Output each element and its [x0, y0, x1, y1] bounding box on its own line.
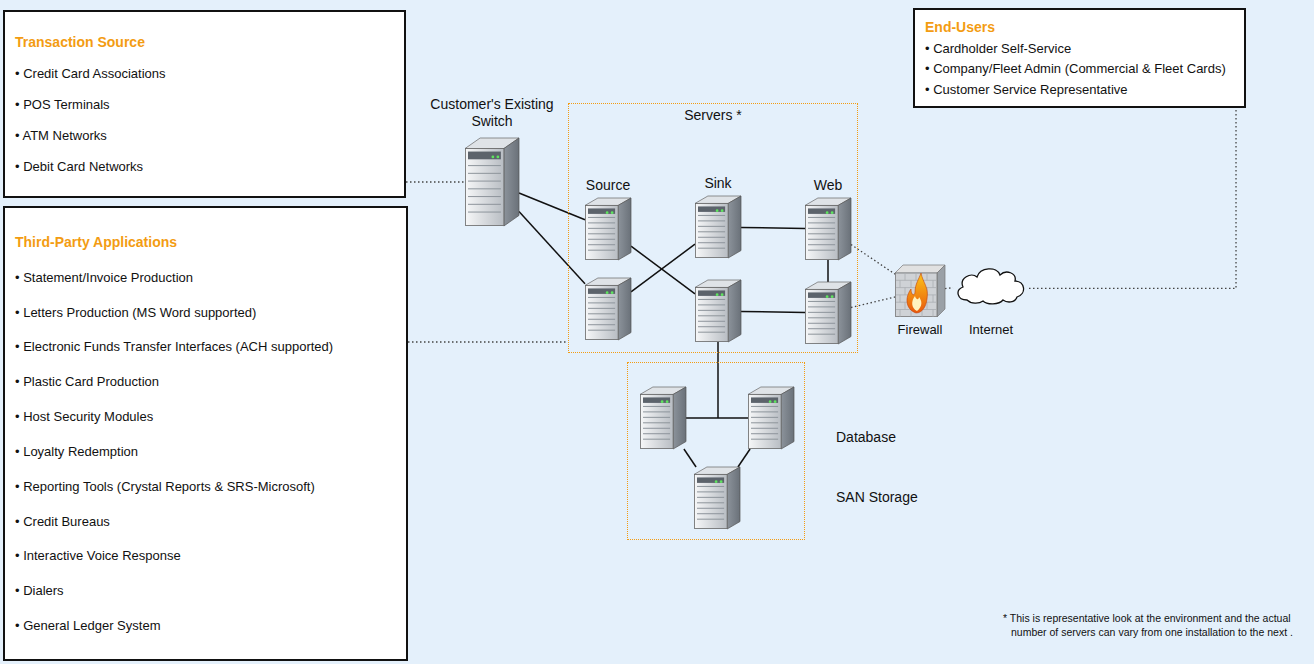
list-item: • Letters Production (MS Word supported): [15, 305, 396, 320]
network-link: [741, 227, 805, 228]
dotted-link: [1029, 108, 1236, 288]
bus-line: [717, 362, 719, 418]
list-item: • Company/Fleet Admin (Commercial & Flee…: [925, 61, 1234, 76]
server-icon: Source: [585, 198, 631, 260]
server-graphic: [695, 280, 741, 342]
list-item: • Electronic Funds Transfer Interfaces (…: [15, 339, 396, 354]
server-graphic: [465, 138, 519, 226]
node-label: Source: [586, 177, 630, 194]
list-item: • Loyalty Redemption: [15, 444, 396, 459]
network-link: [684, 449, 696, 467]
list-panel: End-Users • Cardholder Self-Service • Comp…: [913, 8, 1246, 108]
server-group: SourceSinkWebServers *: [568, 103, 858, 353]
node-label: Servers *: [684, 107, 742, 124]
server-icon: Customer's Existing Switch: [465, 138, 519, 226]
firewall-graphic: [895, 265, 945, 317]
node-label: Web: [814, 177, 843, 194]
list-item: • Credit Card Associations: [15, 66, 394, 81]
list-item: • ATM Networks: [15, 128, 394, 143]
firewall-icon: Firewall: [895, 265, 945, 317]
dotted-link: [945, 287, 953, 289]
network-link: [631, 246, 695, 294]
server-graphic: [640, 387, 686, 449]
server-icon: [694, 467, 740, 529]
network-link: [519, 193, 585, 220]
node-label: Customer's Existing Switch: [430, 96, 554, 130]
list-panel: Transaction Source • Credit Card Associat…: [3, 10, 406, 198]
list-item: • Debit Card Networks: [15, 159, 394, 174]
server-group: DatabaseSAN Storage: [627, 362, 805, 540]
list-item: • Plastic Card Production: [15, 374, 396, 389]
node-label: Firewall: [898, 322, 943, 338]
server-graphic: [585, 278, 631, 340]
network-link: [631, 244, 695, 292]
cloud-graphic: [953, 262, 1029, 306]
node-label: Sink: [704, 175, 731, 192]
list-item: • General Ledger System: [15, 618, 396, 633]
server-graphic: [695, 196, 741, 258]
panel-heading: Third-Party Applications: [15, 234, 396, 250]
server-icon: [805, 282, 851, 344]
connectors: [406, 108, 1236, 467]
panel-heading: End-Users: [925, 19, 1234, 35]
server-icon: Web: [805, 198, 851, 260]
dotted-link: [406, 181, 465, 182]
list-item: • Host Security Modules: [15, 409, 396, 424]
panel-heading: Transaction Source: [15, 34, 394, 50]
node-label: SAN Storage: [836, 489, 918, 506]
footnote: * This is representative look at the env…: [1003, 612, 1308, 639]
node-label: Internet: [969, 322, 1013, 338]
network-link: [827, 260, 829, 282]
server-graphic: [805, 282, 851, 344]
dotted-link: [408, 341, 568, 342]
network-link: [519, 212, 585, 284]
server-icon: [640, 387, 686, 449]
server-icon: [748, 387, 794, 449]
network-link: [741, 311, 805, 312]
server-graphic: [694, 467, 740, 529]
network-link: [686, 417, 748, 419]
network-link: [738, 449, 750, 467]
server-graphic: [805, 198, 851, 260]
server-icon: [585, 278, 631, 340]
list-item: • Dialers: [15, 583, 396, 598]
list-item: • Statement/Invoice Production: [15, 270, 396, 285]
server-icon: [695, 280, 741, 342]
list-item: • Customer Service Representative: [925, 82, 1234, 97]
list-item: • Reporting Tools (Crystal Reports & SRS…: [15, 479, 396, 494]
server-graphic: [585, 198, 631, 260]
node-label: Database: [836, 429, 896, 446]
server-graphic: [748, 387, 794, 449]
internet-cloud: Internet: [953, 262, 1029, 306]
network-link: [717, 342, 719, 362]
list-item: • Cardholder Self-Service: [925, 41, 1234, 56]
server-icon: Sink: [695, 196, 741, 258]
list-item: • Interactive Voice Response: [15, 548, 396, 563]
list-panel: Third-Party Applications • Statement/Invo…: [3, 206, 408, 661]
list-item: • Credit Bureaus: [15, 514, 396, 529]
list-item: • POS Terminals: [15, 97, 394, 112]
